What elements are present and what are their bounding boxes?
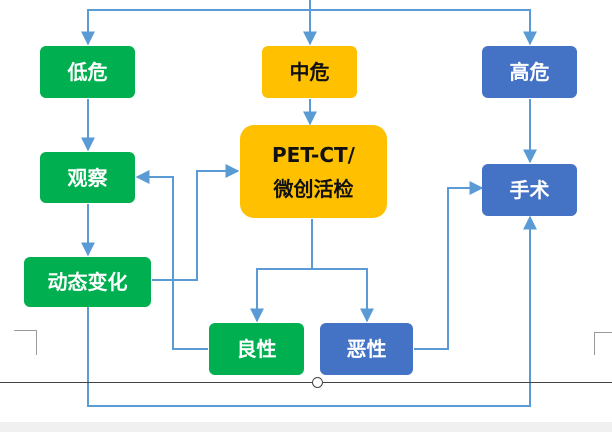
node-low-risk[interactable]: 低危 <box>40 46 135 98</box>
node-petct-line2: 微创活检 <box>273 176 354 201</box>
arrow-petct-to-benign <box>250 219 313 323</box>
node-petct-line1: PET-CT/ <box>272 142 355 167</box>
page-divider-line <box>0 382 612 383</box>
node-benign[interactable]: 良性 <box>209 323 304 375</box>
arrow-top-to-high <box>310 9 537 46</box>
arrow-petct-to-malignant <box>312 268 374 323</box>
node-benign-label: 良性 <box>236 337 277 361</box>
footer-strip <box>0 422 612 432</box>
arrow-top-to-low <box>81 9 310 46</box>
node-mid-risk-label: 中危 <box>289 60 330 84</box>
node-petct-biopsy[interactable]: PET-CT/ 微创活检 <box>240 125 387 218</box>
node-dynamic-change-label: 动态变化 <box>47 270 128 294</box>
arrow-benign-to-observe <box>135 170 208 350</box>
node-observe[interactable]: 观察 <box>40 152 135 203</box>
node-surgery-label: 手术 <box>509 178 550 202</box>
node-high-risk[interactable]: 高危 <box>482 46 577 98</box>
node-low-risk-label: 低危 <box>67 60 108 84</box>
arrow-dynamic-to-surgery <box>87 215 537 407</box>
arrow-dynamic-to-petct <box>152 164 240 281</box>
node-mid-risk[interactable]: 中危 <box>262 46 357 98</box>
node-high-risk-label: 高危 <box>509 60 550 84</box>
node-malignant[interactable]: 恶性 <box>320 323 413 375</box>
page-corner-mark-right <box>594 332 612 355</box>
resize-handle[interactable] <box>312 377 323 388</box>
page-corner-mark-left <box>14 330 37 355</box>
node-dynamic-change[interactable]: 动态变化 <box>24 257 151 307</box>
node-malignant-label: 恶性 <box>346 337 387 361</box>
node-observe-label: 观察 <box>67 165 108 190</box>
arrow-malignant-to-surgery <box>414 181 484 350</box>
node-surgery[interactable]: 手术 <box>482 164 577 216</box>
